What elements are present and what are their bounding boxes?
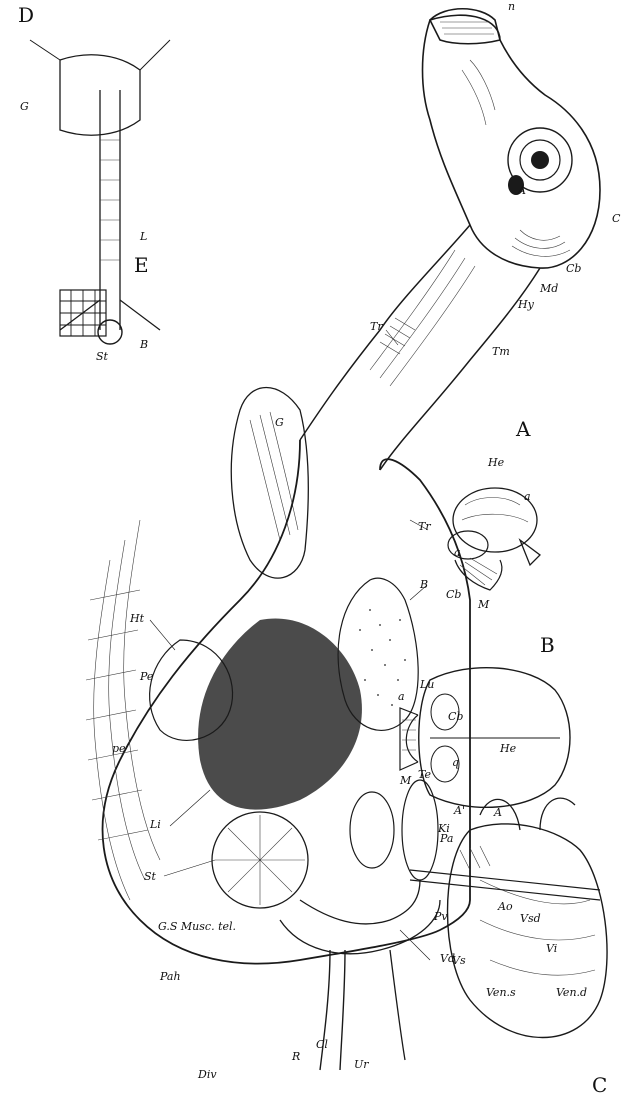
label-Li: Li [149, 818, 161, 831]
fig-letter-B: B [540, 633, 555, 657]
label-St: St [144, 870, 157, 883]
figC-label-Vens: Ven.s [486, 986, 516, 999]
figA-label-a-top: a [524, 490, 531, 503]
figB-label-Cb: Cb [448, 710, 463, 723]
label-Div: Div [197, 1068, 217, 1081]
label-n: n [508, 0, 515, 13]
figC-label-Vsd: Vsd [520, 912, 541, 925]
figC-label-Vi: Vi [546, 942, 557, 955]
figA-label-M: M [477, 598, 490, 611]
rectum [320, 950, 345, 1070]
figB-label-M: M [399, 774, 412, 787]
figC-label-Vend: Ven.d [556, 986, 587, 999]
bird-head [423, 9, 601, 268]
main-bird-dissection: n A C Cb Md Hy Tm Tr Tr G B Lu Ht Pe pe … [86, 0, 621, 1081]
figC-label-Vs: Vs [452, 954, 466, 967]
figD-label-L: L [139, 230, 147, 243]
fig-D-syrinx: D G St B L [18, 3, 170, 363]
label-Ur: Ur [354, 1058, 369, 1071]
label-Tr-lower: Tr [418, 520, 431, 533]
label-ear-A: A [517, 184, 526, 197]
figC-label-A: A [493, 806, 502, 819]
label-pe-lower: pe [112, 742, 126, 755]
cloaca [390, 950, 405, 1060]
figA-label-He: He [487, 456, 505, 469]
label-Te: Te [418, 768, 431, 781]
label-Tr-upper: Tr [370, 320, 383, 333]
figC-label-A-prime: A' [453, 804, 465, 817]
label-B: B [419, 578, 428, 591]
label-Cl: Cl [316, 1038, 328, 1051]
fig-letter-A: A [515, 417, 531, 441]
label-Hy: Hy [517, 298, 535, 311]
figB-label-q: q [452, 756, 459, 769]
fig-A-brain-lateral: A He a a Cb M [446, 417, 540, 611]
label-R: R [291, 1050, 300, 1063]
label-GS-musc: G.S Musc. tel. [158, 920, 236, 933]
fig-E-skin-grid: E [60, 253, 149, 336]
label-Cb: Cb [566, 262, 581, 275]
figC-label-Pa: Pa [439, 832, 453, 845]
label-Tm: Tm [492, 345, 510, 358]
figA-label-a-bottom: a [454, 546, 461, 559]
kidney [402, 780, 438, 880]
liver-mass [198, 618, 362, 809]
testis [350, 792, 394, 868]
fig-C-heart: C A A' Pa Ao Vsd Pv Vi Vs Ven.d Ven.s [410, 798, 607, 1096]
intestine [300, 880, 420, 924]
figD-label-B: B [139, 338, 148, 351]
label-Lu: Lu [419, 678, 434, 691]
label-Pe-upper: Pe [139, 670, 154, 683]
label-Md: Md [539, 282, 558, 295]
fig-B-brain-dorsal: B He q Cb M a [398, 633, 570, 807]
label-Pah: Pah [159, 970, 181, 983]
figB-label-a: a [398, 690, 405, 703]
figA-label-Cb: Cb [446, 588, 461, 601]
fig-letter-C: C [592, 1073, 607, 1096]
figB-label-He: He [499, 742, 517, 755]
label-Ht: Ht [129, 612, 145, 625]
fig-letter-E: E [134, 253, 149, 277]
figD-label-G: G [20, 100, 29, 113]
label-C: C [612, 212, 621, 225]
figC-label-Ao: Ao [497, 900, 513, 913]
label-G: G [275, 416, 284, 429]
fig-letter-D: D [18, 3, 34, 27]
figD-label-St: St [96, 350, 109, 363]
figC-label-Pv: Pv [433, 910, 448, 923]
